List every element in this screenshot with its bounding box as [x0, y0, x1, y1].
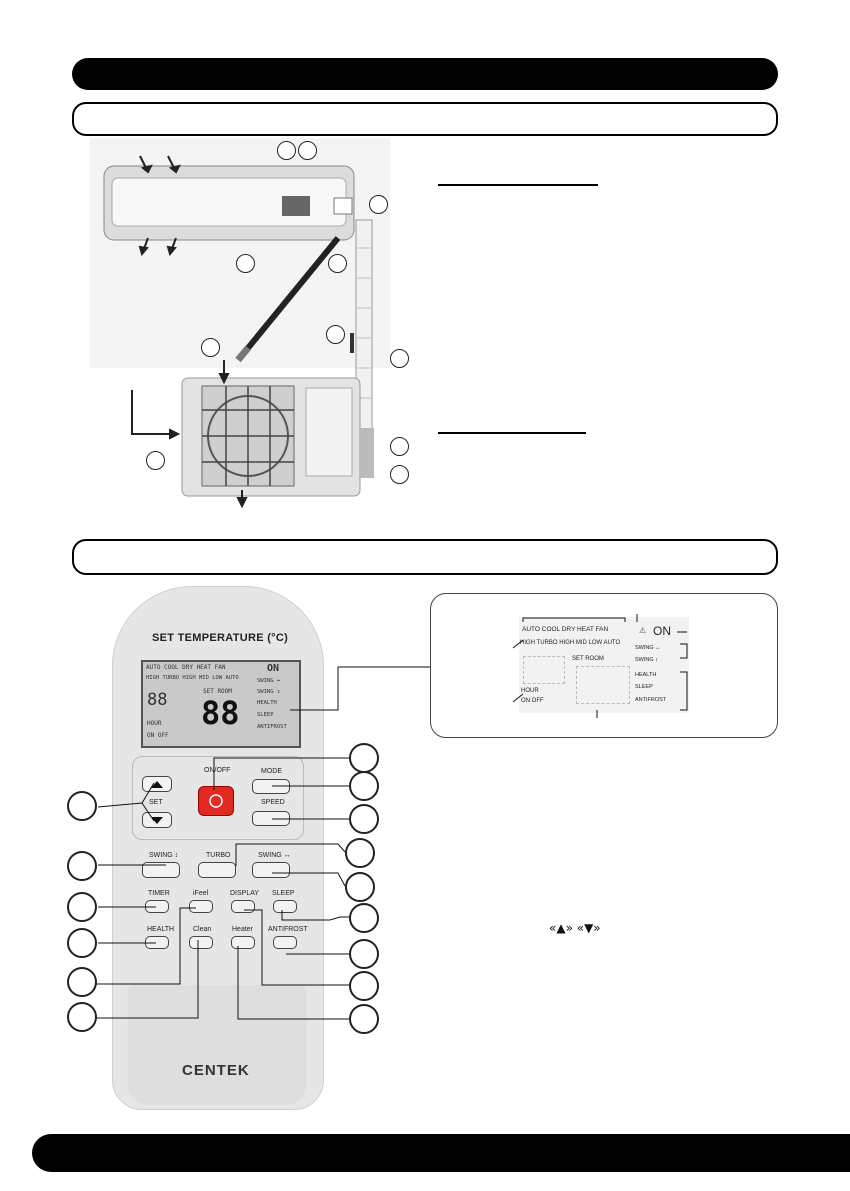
- down-arrow-icon: [151, 817, 163, 824]
- callout-marker: [349, 804, 379, 834]
- temp-down-button[interactable]: [142, 812, 172, 828]
- turbo-label: TURBO: [206, 852, 231, 859]
- header-bar: [72, 58, 778, 90]
- lcd-on-off: ON OFF: [147, 732, 169, 739]
- lcd-right-label: ANTIFROST: [257, 724, 287, 730]
- sleep-button[interactable]: [273, 900, 297, 913]
- timer-label: TIMER: [148, 890, 170, 897]
- lcd-on: ON: [267, 663, 280, 674]
- indoor-heading-underline: [438, 184, 598, 186]
- section-remote-box: [72, 539, 778, 575]
- display-connector: [290, 666, 430, 711]
- air-conditioner-diagram: [90, 138, 390, 509]
- feel-label: iFeel: [193, 890, 209, 897]
- remote-lcd: AUTO COOL DRY HEAT FAN ON HIGH TURBO HIG…: [141, 660, 301, 748]
- display-label: DISPLAY: [230, 890, 260, 897]
- swing-vertical-button[interactable]: [142, 862, 180, 878]
- lcd-hour: HOUR: [147, 720, 162, 727]
- footer-bar: [32, 1134, 850, 1172]
- up-arrow-icon: [151, 781, 163, 788]
- callout-marker: [146, 451, 165, 470]
- callout-marker: [67, 928, 97, 958]
- callout-marker: [345, 872, 375, 902]
- ifeel-button[interactable]: [189, 900, 213, 913]
- display-digit-segments: [576, 666, 630, 704]
- onoff-label: ON/OFF: [204, 767, 231, 774]
- lcd-right-label: HEALTH: [257, 700, 277, 706]
- display-mode-row: AUTO COOL DRY HEAT FAN: [522, 626, 609, 633]
- health-label: HEALTH: [147, 926, 175, 933]
- lcd-small-digits: 88: [147, 690, 168, 710]
- lcd-speed-row: HIGH TURBO HIGH MID LOW AUTO: [146, 675, 239, 681]
- callout-marker: [345, 838, 375, 868]
- swing-v-label: SWING ↕: [149, 852, 179, 859]
- callout-marker: [67, 892, 97, 922]
- clean-button[interactable]: [189, 936, 213, 949]
- mode-label: MODE: [261, 768, 282, 775]
- display-right-label: SLEEP: [635, 684, 653, 690]
- sleep-label: SLEEP: [272, 890, 295, 897]
- lcd-right-label: SWING ↕: [257, 689, 281, 695]
- callout-marker: [369, 195, 388, 214]
- callout-marker: [349, 1004, 379, 1034]
- button-panel: [132, 756, 304, 840]
- callout-marker: [236, 254, 255, 273]
- lcd-big-digits: 88: [201, 694, 240, 732]
- callout-marker: [349, 971, 379, 1001]
- display-on: ON: [653, 624, 671, 638]
- warning-icon: ⚠: [639, 626, 647, 635]
- callout-marker: [390, 349, 409, 368]
- display-right-label: SWING ↕: [635, 657, 658, 663]
- callout-marker: [349, 743, 379, 773]
- callout-marker: [326, 325, 345, 344]
- clean-label: Clean: [193, 926, 212, 933]
- lcd-mode-row: AUTO COOL DRY HEAT FAN: [146, 664, 226, 671]
- display-set-room: SET ROOM: [572, 656, 604, 662]
- display-hour: HOUR: [521, 688, 539, 694]
- remote-lower-panel: [128, 985, 306, 1105]
- display-right-label: ANTIFROST: [635, 697, 667, 703]
- display-right-label: HEALTH: [635, 672, 657, 678]
- power-icon: [209, 794, 223, 808]
- antifrost-label: ANTIFROST: [268, 926, 308, 933]
- set-temperature-label: SET TEMPERATURE (°C): [152, 632, 289, 644]
- callout-marker: [349, 939, 379, 969]
- heater-label: Heater: [232, 926, 254, 933]
- callout-marker: [390, 437, 409, 456]
- callout-marker: [349, 903, 379, 933]
- callout-marker: [67, 851, 97, 881]
- speed-label: SPEED: [261, 799, 285, 806]
- temp-up-button[interactable]: [142, 776, 172, 792]
- callout-marker: [328, 254, 347, 273]
- display-detail-screen: [519, 617, 689, 713]
- swing-h-label: SWING ↔: [258, 852, 291, 859]
- display-digit-segments: [523, 656, 565, 684]
- display-speed-row: HIGH TURBO HIGH MID LOW AUTO: [520, 640, 621, 646]
- display-right-label: SWING ↔: [635, 645, 661, 651]
- leader-lines: [96, 757, 352, 1020]
- callout-marker: [298, 141, 317, 160]
- callout-marker: [390, 465, 409, 484]
- heater-button[interactable]: [231, 936, 255, 949]
- lcd-right-label: SWING ↔: [257, 678, 281, 684]
- display-on-off: ON OFF: [521, 698, 544, 704]
- brand-logo: CENTEK: [182, 1062, 250, 1079]
- lcd-set-room: SET ROOM: [203, 688, 232, 695]
- callout-marker: [349, 771, 379, 801]
- antifrost-button[interactable]: [273, 936, 297, 949]
- display-leader-lines: [512, 614, 688, 718]
- callout-marker: [67, 967, 97, 997]
- callout-marker: [201, 338, 220, 357]
- power-button[interactable]: [198, 786, 234, 816]
- swing-horizontal-button[interactable]: [252, 862, 290, 878]
- section-unit-box: [72, 102, 778, 136]
- callout-marker: [67, 1002, 97, 1032]
- callout-marker: [277, 141, 296, 160]
- lcd-right-label: SLEEP: [257, 712, 274, 718]
- arrow-buttons-note: «▲» «▼»: [549, 921, 601, 935]
- callout-marker: [67, 791, 97, 821]
- set-label: SET: [149, 799, 163, 806]
- turbo-button[interactable]: [198, 862, 236, 878]
- outdoor-heading-underline: [438, 432, 586, 434]
